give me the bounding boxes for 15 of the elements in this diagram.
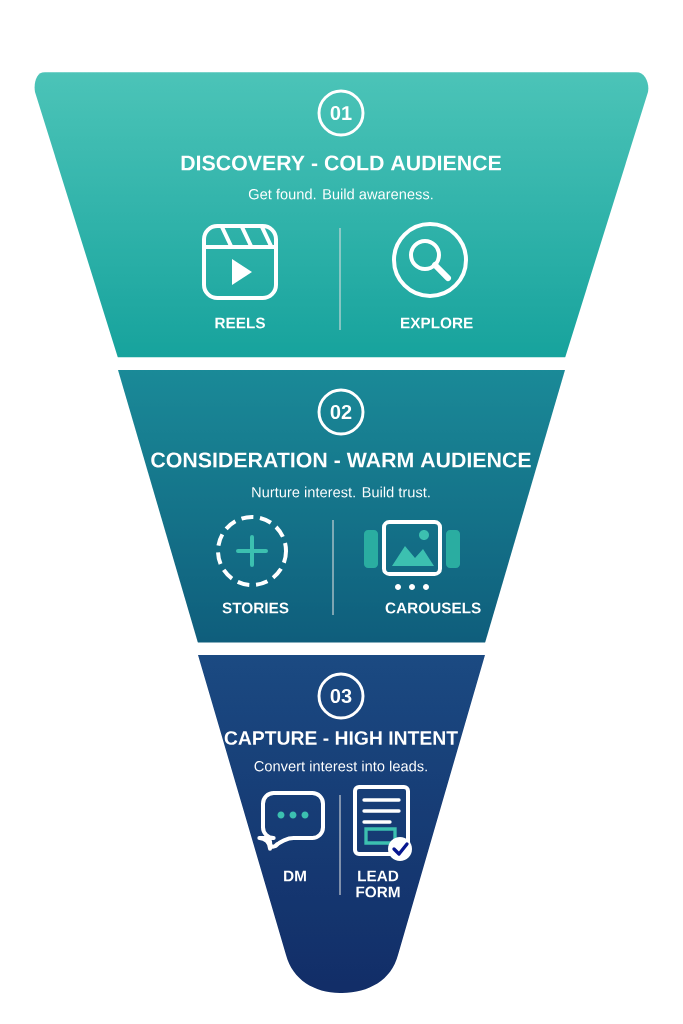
stage-subtitle: Convert interest into leads. — [254, 760, 427, 772]
number-badge: 03 — [317, 672, 365, 720]
icon-label: DM — [284, 870, 306, 882]
icon-label: EXPLORE — [401, 317, 473, 329]
number-badge: 02 — [317, 388, 365, 436]
stage-subtitle: Nurture interest. Build trust. — [252, 486, 430, 498]
icon-label: LEAD FORM — [356, 870, 400, 898]
icon-label: CAROUSELS — [385, 602, 481, 614]
number-badge: 01 — [317, 89, 365, 137]
icon-label: STORIES — [222, 602, 289, 614]
stage-heading: CONSIDERATION - WARM AUDIENCE — [151, 452, 531, 468]
icon-label: REELS — [215, 317, 265, 329]
stage-heading: DISCOVERY - COLD AUDIENCE — [181, 155, 501, 171]
stage-subtitle: Get found. Build awareness. — [248, 188, 433, 200]
stage-heading: CAPTURE - HIGH INTENT — [224, 731, 458, 745]
